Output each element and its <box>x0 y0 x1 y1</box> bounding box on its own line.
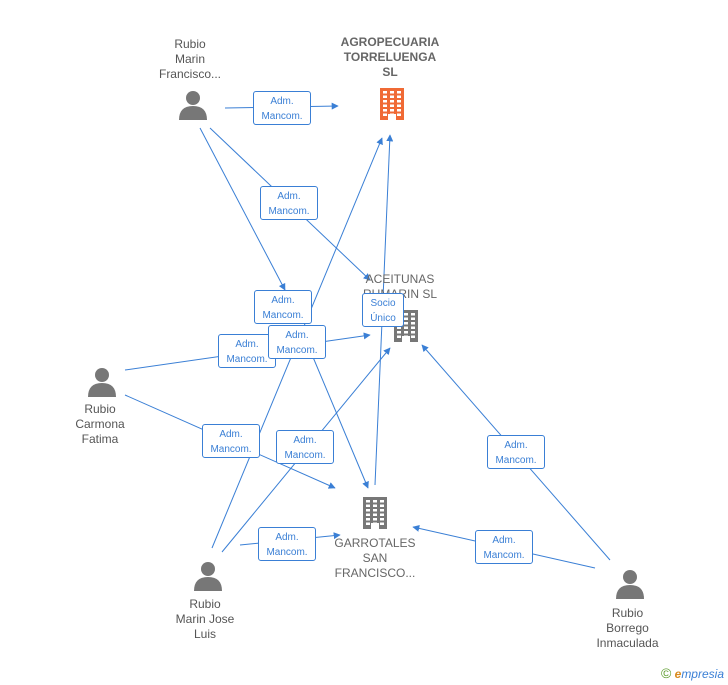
person-icon[interactable] <box>616 570 644 599</box>
edge-label-adm-mancom[interactable]: Adm. Mancom. <box>253 91 311 125</box>
edge-label-adm-mancom[interactable]: Adm. Mancom. <box>202 424 260 458</box>
node-label-francisco[interactable]: Rubio Marin Francisco... <box>158 37 221 81</box>
person-icon[interactable] <box>88 368 116 397</box>
edge-line <box>199 127 286 291</box>
node-label-agro[interactable]: AGROPECUARIA TORRELUENGA SL <box>340 35 440 79</box>
edge-label-adm-mancom[interactable]: Adm. Mancom. <box>487 435 545 469</box>
edge-label-socio-unico[interactable]: Socio Único <box>362 293 404 327</box>
brand-name: mpresia <box>681 667 724 681</box>
copyright-icon: © <box>660 665 672 681</box>
person-icon[interactable] <box>179 91 207 120</box>
node-label-inmaculada[interactable]: Rubio Borrego Inmaculada <box>596 606 659 650</box>
icons-layer <box>88 88 644 599</box>
edge-label-adm-mancom[interactable]: Adm. Mancom. <box>218 334 276 368</box>
building-icon[interactable] <box>380 88 404 120</box>
edge-label-adm-mancom[interactable]: Adm. Mancom. <box>260 186 318 220</box>
edge-label-adm-mancom[interactable]: Adm. Mancom. <box>268 325 326 359</box>
edge-label-adm-mancom[interactable]: Adm. Mancom. <box>276 430 334 464</box>
node-label-joseluis[interactable]: Rubio Marin Jose Luis <box>175 597 235 641</box>
building-icon[interactable] <box>363 497 387 529</box>
edge-label-adm-mancom[interactable]: Adm. Mancom. <box>475 530 533 564</box>
edge-label-adm-mancom[interactable]: Adm. Mancom. <box>258 527 316 561</box>
node-label-garrotales[interactable]: GARROTALES SAN FRANCISCO... <box>334 536 416 580</box>
brand-first-letter: e <box>674 667 682 681</box>
edge-line <box>309 349 369 489</box>
edge-label-adm-mancom[interactable]: Adm. Mancom. <box>254 290 312 324</box>
empresia-logo[interactable]: © empresia <box>661 665 724 681</box>
node-label-fatima[interactable]: Rubio Carmona Fatima <box>75 402 125 446</box>
person-icon[interactable] <box>194 562 222 591</box>
